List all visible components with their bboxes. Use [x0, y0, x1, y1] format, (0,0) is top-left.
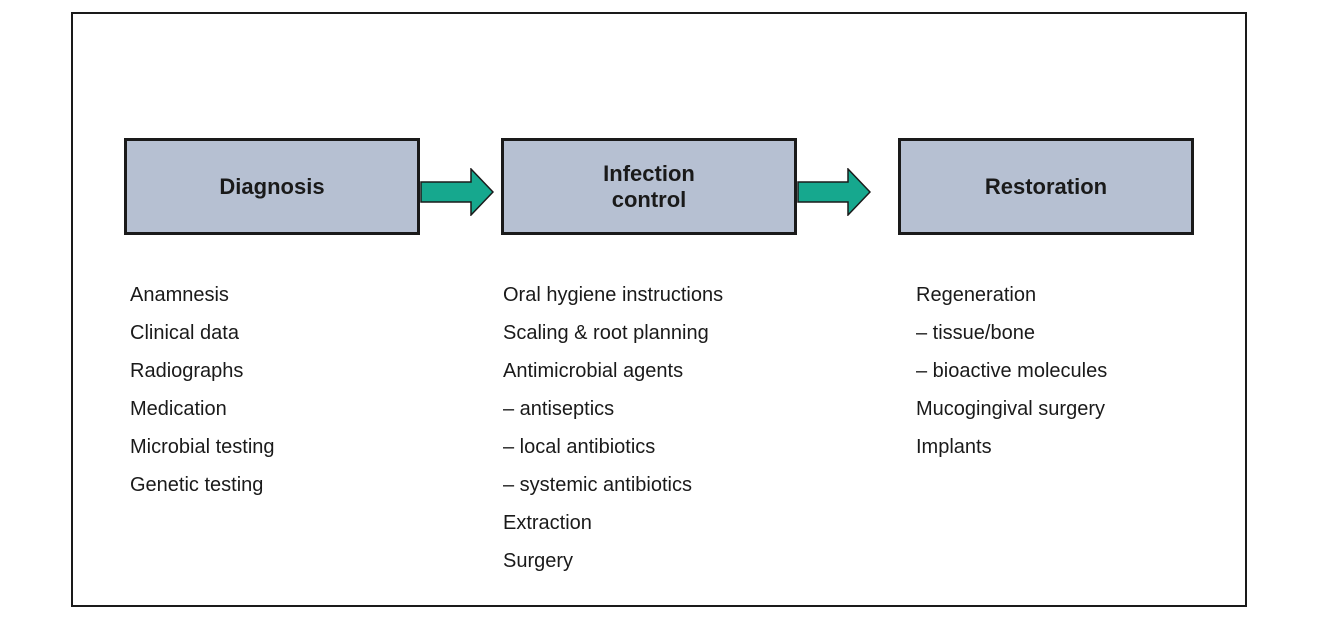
infection-control-item-list: Oral hygiene instructions Scaling & root… — [503, 276, 723, 580]
stage-box-restoration: Restoration — [898, 138, 1194, 235]
list-item: Antimicrobial agents — [503, 360, 684, 382]
stage-box-diagnosis: Diagnosis — [124, 138, 420, 235]
list-item: Regeneration — [916, 284, 1037, 306]
restoration-item-list: Regeneration – tissue/bone – bioactive m… — [916, 276, 1107, 466]
list-item: Medication — [130, 398, 227, 420]
stage-title-restoration: Restoration — [984, 173, 1108, 199]
list-item: Anamnesis — [130, 284, 229, 306]
diagnosis-item-list: Anamnesis Clinical data Radiographs Medi… — [130, 276, 275, 504]
stage-title-infection-control: Infection control — [603, 160, 695, 212]
list-item: Microbial testing — [130, 436, 275, 458]
stage-title-diagnosis: Diagnosis — [219, 173, 325, 199]
list-item: Mucogingival surgery — [916, 398, 1105, 420]
list-item: – local antibiotics — [503, 436, 656, 458]
list-item: – antiseptics — [503, 398, 615, 420]
list-item: Clinical data — [130, 322, 239, 344]
right-arrow-icon — [797, 168, 871, 216]
list-item: Extraction — [503, 512, 592, 534]
list-item: Radiographs — [130, 360, 244, 382]
figure-frame — [71, 12, 1247, 607]
list-item: – tissue/bone — [916, 322, 1035, 344]
list-item: Implants — [916, 436, 992, 458]
list-item: – bioactive molecules — [916, 360, 1108, 382]
list-item: Scaling & root planning — [503, 322, 709, 344]
list-item: – systemic antibiotics — [503, 474, 692, 496]
list-item: Surgery — [503, 550, 574, 572]
stage-box-infection-control: Infection control — [501, 138, 797, 235]
list-item: Oral hygiene instructions — [503, 284, 724, 306]
list-item: Genetic testing — [130, 474, 264, 496]
right-arrow-icon — [420, 168, 494, 216]
